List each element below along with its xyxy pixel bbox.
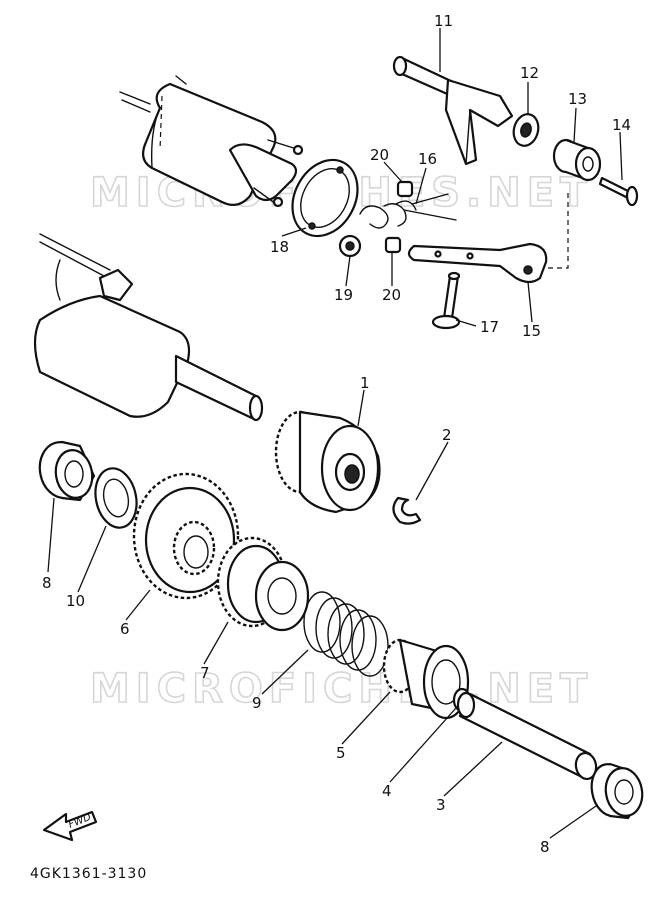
starter-solenoid xyxy=(119,75,304,208)
part-10-washer xyxy=(94,467,138,529)
callout-2: 2 xyxy=(442,426,452,444)
diagram-code: 4GK1361-3130 xyxy=(30,866,147,882)
callout-6: 6 xyxy=(120,620,130,638)
part-3-shaft xyxy=(456,691,598,781)
part-14-screw xyxy=(598,176,639,207)
part-17-pin xyxy=(431,271,461,330)
part-12-washer xyxy=(512,113,540,147)
starter-motor xyxy=(33,233,264,422)
part-2-circlip xyxy=(392,496,422,525)
callout-15: 15 xyxy=(522,322,541,340)
callout-20-lower: 20 xyxy=(382,286,401,304)
part-13-collar xyxy=(552,138,602,182)
watermark-bottom: MICROFICHES.NET xyxy=(90,666,593,712)
part-8-bearing-right xyxy=(590,762,644,820)
callout-11: 11 xyxy=(434,12,453,30)
part-15-linkage-arm xyxy=(407,190,569,284)
part-20-collar-upper xyxy=(396,180,414,198)
callout-8-right: 8 xyxy=(540,838,550,856)
part-19-washer xyxy=(338,234,362,258)
leader-lines xyxy=(47,28,623,839)
callout-8-left: 8 xyxy=(42,574,52,592)
callout-9: 9 xyxy=(252,694,262,712)
callout-19: 19 xyxy=(334,286,353,304)
forward-arrow-icon: FWD xyxy=(42,810,98,842)
part-18-plate xyxy=(291,158,359,238)
part-6-idler-gear xyxy=(132,472,240,600)
callout-20-upper: 20 xyxy=(370,146,389,164)
callout-5: 5 xyxy=(336,744,346,762)
callout-18: 18 xyxy=(270,238,289,256)
part-7-gear xyxy=(216,536,310,632)
callout-14: 14 xyxy=(612,116,631,134)
part-9-spring xyxy=(303,591,389,677)
callout-12: 12 xyxy=(520,64,539,82)
callout-3: 3 xyxy=(436,796,446,814)
callout-numbers: 11 12 13 14 20 16 18 19 20 17 15 1 2 8 1… xyxy=(42,12,631,856)
callout-17: 17 xyxy=(480,318,499,336)
callout-7: 7 xyxy=(200,664,210,682)
callout-10: 10 xyxy=(66,592,85,610)
part-20-collar-lower xyxy=(384,236,402,254)
callout-13: 13 xyxy=(568,90,587,108)
part-5-splined-sleeve xyxy=(382,638,470,720)
callout-1: 1 xyxy=(360,374,370,392)
callout-16: 16 xyxy=(418,150,437,168)
part-16-spring xyxy=(359,193,457,229)
part-8-bearing-left xyxy=(38,440,96,502)
part-11-lever-shaft xyxy=(392,55,514,166)
part-1-starter-clutch xyxy=(274,410,381,514)
callout-4: 4 xyxy=(382,782,392,800)
